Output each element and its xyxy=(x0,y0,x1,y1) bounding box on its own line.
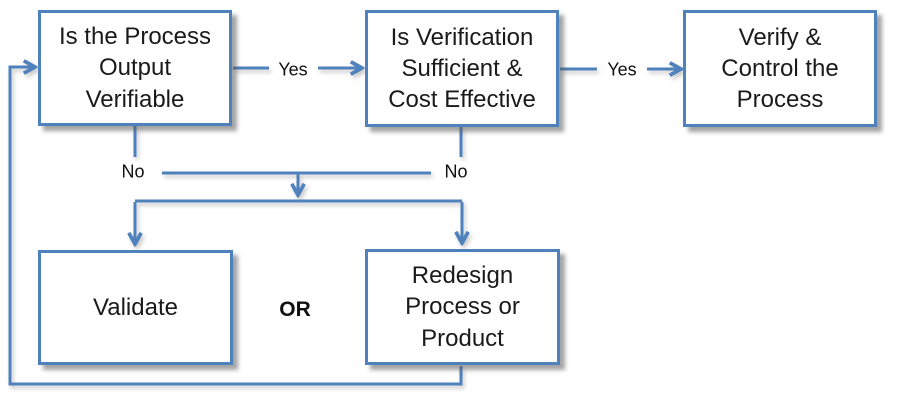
edge-label-no-2: No xyxy=(444,161,468,182)
node-redesign-process-or-product: Redesign Process or Product xyxy=(365,249,560,365)
edge-label-or: OR xyxy=(279,298,311,321)
edge-label-no-1: No xyxy=(121,161,145,182)
node-verification-sufficient-cost-effective: Is Verification Sufficient & Cost Effect… xyxy=(365,10,559,127)
edge-label-yes-2: Yes xyxy=(607,59,637,80)
node-validate: Validate xyxy=(38,250,233,365)
node-verify-and-control-process: Verify & Control the Process xyxy=(683,10,877,127)
node-process-output-verifiable: Is the Process Output Verifiable xyxy=(38,10,232,126)
edge-feedback-loop xyxy=(8,67,463,386)
edge-label-yes-1: Yes xyxy=(278,59,308,80)
